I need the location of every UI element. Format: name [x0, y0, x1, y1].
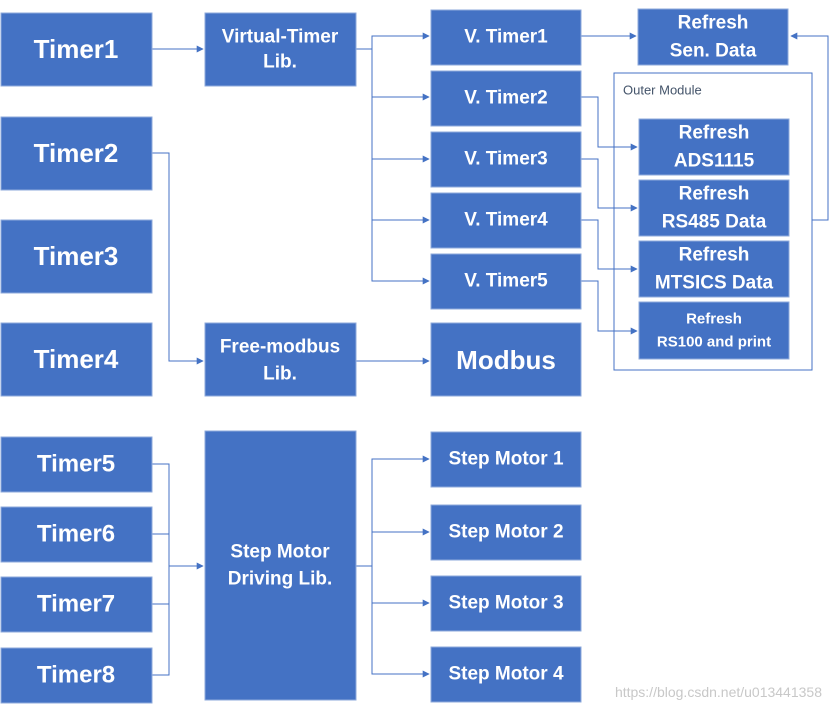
timer5-label: Timer5	[37, 451, 115, 478]
timer8-label: Timer8	[37, 662, 115, 689]
outer-module-label: Outer Module	[623, 83, 702, 98]
vtimer3-block: V. Timer3	[430, 131, 582, 188]
step-motor3-label: Step Motor 3	[448, 593, 563, 614]
virtual-timer-lib-line1: Virtual-Timer	[222, 27, 339, 48]
timer5-block: Timer5	[0, 436, 153, 493]
free-modbus-lib-line1: Free-modbus	[220, 337, 340, 358]
outer-module-border	[613, 72, 813, 371]
timer4-block: Timer4	[0, 322, 153, 397]
step-motor3-block: Step Motor 3	[430, 575, 582, 632]
wire-timer8-to-step-lib	[152, 566, 170, 676]
free-modbus-lib-block: Free-modbus Lib.	[204, 322, 357, 397]
output-column: V. Timer1 V. Timer2 V. Timer3 V. Timer4 …	[430, 9, 582, 703]
timer3-block: Timer3	[0, 219, 153, 294]
timer3-label: Timer3	[34, 241, 119, 271]
refresh-ads1115-block: Refresh ADS1115	[638, 118, 790, 176]
vtimer4-block: V. Timer4	[430, 192, 582, 249]
wire-timer2-to-modbus-lib	[152, 152, 204, 365]
refresh-ads1115-line2: ADS1115	[674, 151, 755, 172]
library-column: Virtual-Timer Lib. Free-modbus Lib. Step…	[204, 12, 357, 701]
vtimer2-block: V. Timer2	[430, 70, 582, 127]
modbus-block: Modbus	[430, 322, 582, 397]
virtual-timer-lib-block: Virtual-Timer Lib.	[204, 12, 357, 87]
wire-step-lib-to-motor3	[371, 566, 430, 607]
wire-vtimer4-to-mtsics	[581, 219, 638, 273]
refresh-rs100-line2: RS100 and print	[657, 334, 771, 351]
refresh-rs100-block: Refresh RS100 and print	[638, 301, 790, 360]
vtimer1-block: V. Timer1	[430, 9, 582, 66]
refresh-rs485-line1: Refresh	[679, 184, 750, 205]
vtimer5-block: V. Timer5	[430, 253, 582, 310]
wire-vtimer2-to-ads1115	[581, 96, 638, 151]
wire-vtimer-lib-to-vtimer3	[371, 97, 430, 163]
refresh-sen-data-line1: Refresh	[678, 13, 749, 34]
timer1-label: Timer1	[34, 34, 119, 64]
timer6-label: Timer6	[37, 521, 115, 548]
step-motor2-label: Step Motor 2	[448, 522, 563, 543]
step-motor1-label: Step Motor 1	[448, 449, 563, 470]
wire-vtimer-lib-to-vtimer5	[371, 220, 430, 285]
step-motor4-label: Step Motor 4	[448, 664, 563, 685]
vtimer5-label: V. Timer5	[464, 271, 548, 292]
refresh-mtsics-line2: MTSICS Data	[655, 273, 774, 294]
step-motor4-block: Step Motor 4	[430, 646, 582, 703]
refresh-rs485-line2: RS485 Data	[662, 212, 767, 233]
refresh-ads1115-line1: Refresh	[679, 123, 750, 144]
timer2-block: Timer2	[0, 116, 153, 191]
wire-vtimer3-to-rs485	[581, 158, 638, 212]
refresh-mtsics-line1: Refresh	[679, 245, 750, 266]
refresh-sen-data-line2: Sen. Data	[670, 41, 757, 62]
wire-vtimer5-to-rs100	[581, 280, 638, 335]
timer7-block: Timer7	[0, 576, 153, 633]
watermark-text: https://blog.csdn.net/u013441358	[615, 684, 822, 700]
step-motor-lib-line2: Driving Lib.	[228, 569, 333, 590]
step-motor-lib-block: Step Motor Driving Lib.	[204, 430, 357, 701]
vtimer2-label: V. Timer2	[464, 88, 547, 109]
wire-vtimer-lib-to-vtimer4	[371, 159, 430, 224]
wire-vtimer-lib-to-vtimer2	[371, 49, 430, 101]
refresh-rs485-block: Refresh RS485 Data	[638, 179, 790, 237]
free-modbus-lib-line2: Lib.	[263, 364, 297, 385]
wire-step-lib-to-motor4	[371, 603, 430, 678]
timer2-label: Timer2	[34, 138, 119, 168]
refresh-rs100-line1: Refresh	[686, 311, 742, 328]
refresh-column: Refresh Sen. Data Refresh ADS1115 Refres…	[637, 8, 790, 360]
outer-module: Outer Module	[613, 72, 813, 371]
timer7-label: Timer7	[37, 591, 115, 618]
vtimer3-label: V. Timer3	[464, 149, 547, 170]
refresh-mtsics-block: Refresh MTSICS Data	[638, 240, 790, 298]
timer6-block: Timer6	[0, 506, 153, 563]
refresh-sen-data-block: Refresh Sen. Data	[637, 8, 789, 66]
wire-timer5-to-step-lib	[152, 463, 170, 566]
timer4-label: Timer4	[34, 344, 119, 374]
step-motor1-block: Step Motor 1	[430, 431, 582, 488]
virtual-timer-lib-line2: Lib.	[263, 52, 297, 73]
wire-outer-to-refresh-sen	[790, 32, 829, 221]
step-motor2-block: Step Motor 2	[430, 504, 582, 561]
timer-column: Timer1 Timer2 Timer3 Timer4 Timer5 Timer…	[0, 12, 153, 704]
timer8-block: Timer8	[0, 647, 153, 704]
wire-step-lib-to-motor1	[356, 455, 430, 567]
modbus-label: Modbus	[456, 345, 556, 375]
connectors	[152, 32, 829, 678]
timer1-block: Timer1	[0, 12, 153, 87]
step-motor-lib-line1: Step Motor	[230, 542, 330, 563]
vtimer1-label: V. Timer1	[464, 27, 548, 48]
wire-vtimer-lib-to-vtimer1	[356, 32, 430, 50]
vtimer4-label: V. Timer4	[464, 210, 548, 231]
